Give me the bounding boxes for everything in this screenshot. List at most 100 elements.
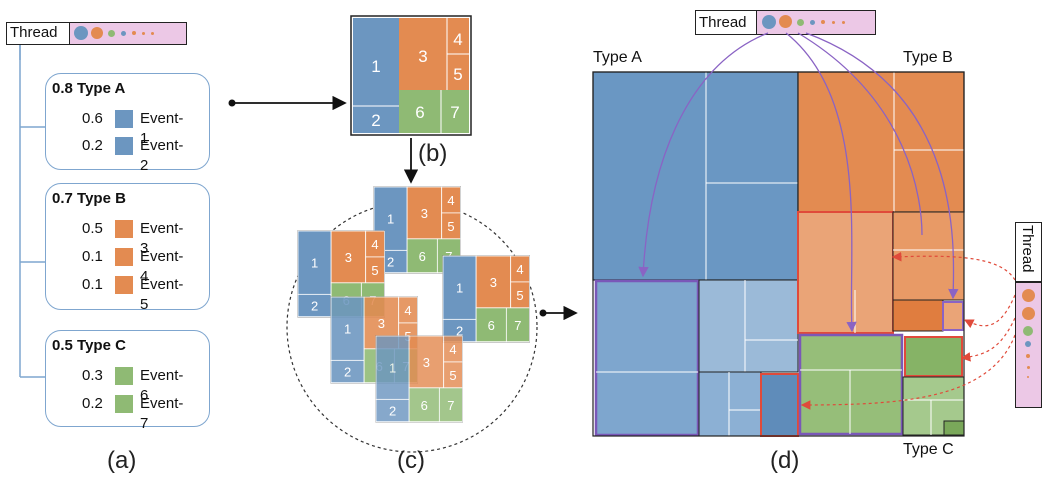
caption-a: (a) [107,447,137,474]
purple-arrow [805,32,959,300]
treemap-copy-cell [297,230,332,295]
purple-arrow [638,32,769,278]
cell-label: 2 [371,111,380,130]
thread-dot [91,27,103,39]
cell-6 [399,90,441,133]
type-b-sub3 [892,299,944,332]
treemap-copy-label: 4 [404,303,411,318]
treemap-copy-label: 2 [311,299,318,314]
treemap-copy-label: 6 [488,318,495,333]
thread-dot [1023,326,1033,336]
thread-dot [832,21,835,24]
thread-label: Thread [695,10,759,35]
type-c-sub3 [943,420,965,436]
thread-dot [1022,289,1035,302]
treemap-copy-cell [438,387,463,423]
side-thread: Thread [1015,222,1042,408]
caption-d: (d) [770,447,800,474]
thread-dot [797,19,804,26]
red-arrow [800,334,1016,410]
cell-label: 5 [453,65,462,84]
cell-label: 3 [418,47,427,66]
treemap-copy-label: 4 [449,342,456,357]
treemap-copy-label: 5 [449,368,456,383]
cell-7 [441,90,469,133]
treemap-copy-cell [442,255,477,320]
treemap-copy-label: 1 [387,212,394,227]
thread-dot [1025,341,1031,347]
thread-dot [762,15,776,29]
side-thread-label: Thread [1015,222,1042,282]
type-c-main [798,333,904,436]
thread-dot [1022,307,1035,320]
treemap-copy-label: 1 [456,281,463,296]
treemap-copy-label: 1 [311,256,318,271]
type-a-sub3 [698,371,762,437]
thread-dot [151,32,154,35]
type-b-sub4 [942,301,964,331]
side-thread-bar [1015,282,1042,408]
treemap-copy-label: 6 [419,249,426,264]
cell-2 [353,106,399,133]
purple-arrow [785,32,857,333]
treemap-copy-label: 5 [447,219,454,234]
cell-4 [447,18,469,54]
thread-bar [756,10,876,35]
red-arrow [960,317,1016,362]
thread-dot [1026,354,1030,358]
treemap-copy-label: 3 [378,316,385,331]
thread-dot [1027,376,1029,378]
treemap-copy-label: 2 [456,324,463,339]
treemap-copy-label: 3 [423,355,430,370]
thread-dot [810,20,815,25]
treemap-copies: 12345671234567123456712345671234567 [297,186,531,423]
treemap-copy-cell [475,307,507,343]
thread-dot [132,31,136,35]
purple-arrow [797,32,923,236]
tree-lines [19,45,47,378]
treemap-copy-cell [408,335,445,389]
treemap-copy-label: 1 [389,361,396,376]
treemap-copy-cell [408,387,440,423]
treemap-copy-label: 4 [371,237,378,252]
type-a-sub4 [760,373,799,437]
treemap-copy-cell [406,186,443,240]
cell-label: 1 [371,57,380,76]
type-a-sub2 [698,279,799,373]
thread-dot [842,21,845,24]
treemap-copy-label: 2 [389,404,396,419]
treemap-copy-label: 2 [387,255,394,270]
treemap-copy-label: 3 [490,275,497,290]
treemap-copy-label: 1 [344,322,351,337]
type-a-main [592,71,799,281]
thread-bar [69,22,187,45]
treemap-copy-label: 4 [447,193,454,208]
panel-b: 1 2 3 4 5 6 7 [228,15,472,184]
treemap-copy-label: 3 [421,206,428,221]
treemap-copy-cell [505,307,530,343]
thread-dot [1027,366,1030,369]
treemap-copy-cell [375,335,410,400]
type-c-sub1 [904,336,963,377]
thread-dot [121,31,126,36]
type-c-label: Type C [903,441,954,458]
treemap-copy-cell [406,238,438,274]
thread-dot [821,20,825,24]
treemap-copy-label: 3 [345,250,352,265]
cell-1 [353,18,399,106]
treemap-copy-label: 2 [344,365,351,380]
type-a-title: 0.8 Type A [52,80,126,97]
type-b-title: 0.7 Type B [52,190,126,207]
cell-3 [399,18,447,90]
panel-c: 12345671234567123456712345671234567 [286,186,578,453]
cell-label: 6 [415,103,424,122]
type-b-label: Type B [903,49,953,66]
type-a-sub1 [594,279,700,437]
red-arrow [891,251,1016,281]
cell-5 [447,54,469,90]
red-arrow [963,294,1016,329]
